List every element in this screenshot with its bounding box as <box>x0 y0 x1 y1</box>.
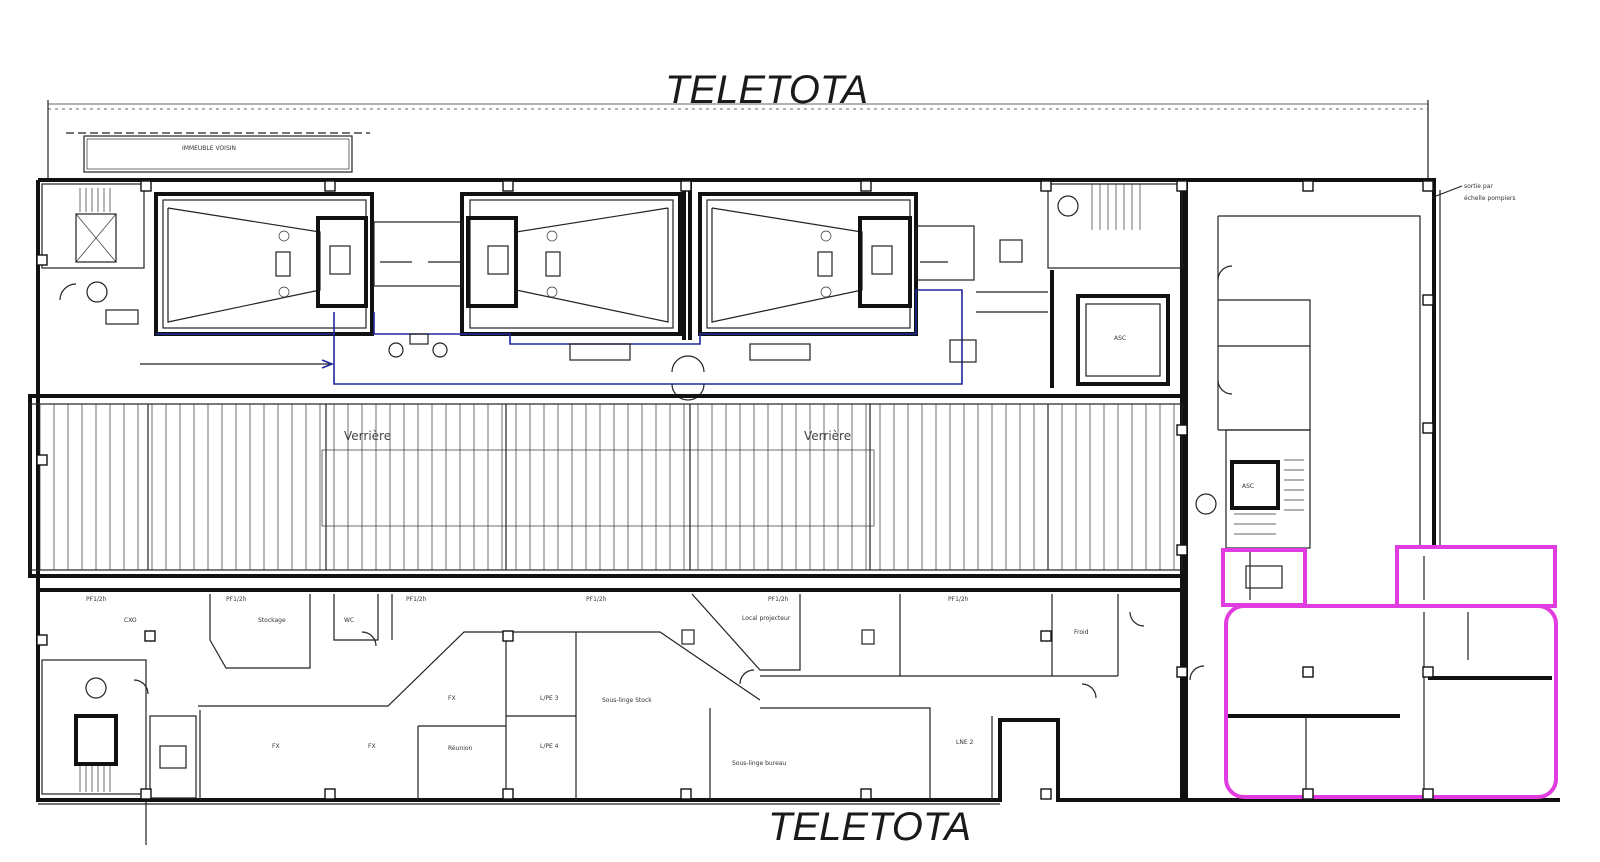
elevator-label-mid: ASC <box>1242 483 1254 490</box>
svg-text:échelle pompiers: échelle pompiers <box>1464 195 1516 202</box>
column <box>1040 180 1052 192</box>
fire-rating-label: PF1/2h <box>226 596 247 603</box>
column <box>36 634 48 646</box>
neighbour-building-label: IMMEUBLE VOISIN <box>182 145 236 152</box>
column <box>1422 294 1434 306</box>
room-label: Stockage <box>258 617 286 624</box>
highlight-zone-small <box>1221 548 1307 607</box>
column <box>1422 666 1434 678</box>
highlight-zone-top-right <box>1395 545 1557 608</box>
highlighted-zones <box>1221 545 1558 799</box>
fire-rating-label: PF1/2h <box>86 596 107 603</box>
highlight-zone-large <box>1224 604 1558 799</box>
column <box>1176 666 1188 678</box>
column <box>36 254 48 266</box>
room-label: Sous-linge bureau <box>732 760 786 767</box>
room-label: Froid <box>1074 629 1089 636</box>
column <box>1302 180 1314 192</box>
fire-rating-label: PF1/2h <box>768 596 789 603</box>
column <box>140 788 152 800</box>
elevator-label-right: ASC <box>1114 335 1126 342</box>
core-upper-right: ASC <box>976 183 1183 388</box>
room-label: Réunion <box>448 745 473 752</box>
stair-top-left <box>41 183 145 325</box>
fire-rating-label: PF1/2h <box>586 596 607 603</box>
room-label: LNE 2 <box>956 739 974 746</box>
room-label: FX <box>272 743 280 750</box>
column <box>324 788 336 800</box>
room-label: FX <box>368 743 376 750</box>
column <box>324 180 336 192</box>
column <box>502 180 514 192</box>
room-label: Sous-linge Stock <box>602 697 652 704</box>
column <box>144 630 156 642</box>
street-name-bottom: TELETOTA <box>768 805 971 849</box>
column <box>1422 422 1434 434</box>
column <box>1176 180 1188 192</box>
street-name-top: TELETOTA <box>665 68 868 112</box>
column <box>1302 788 1314 800</box>
room-label: FX <box>448 695 456 702</box>
room-label: Local projecteur <box>742 615 791 622</box>
column <box>860 180 872 192</box>
column <box>502 630 514 642</box>
svg-text:sortie par: sortie par <box>1464 183 1493 190</box>
column <box>860 788 872 800</box>
column <box>1302 666 1314 678</box>
column <box>1176 424 1188 436</box>
column <box>1422 180 1434 192</box>
neighbour-building: IMMEUBLE VOISIN <box>66 132 370 173</box>
atrium-glass-roof: Verrière Verrière <box>28 394 1184 578</box>
room-label: L/PE 4 <box>540 743 559 750</box>
room-label: CXO <box>124 617 137 624</box>
column <box>140 180 152 192</box>
column <box>1040 630 1052 642</box>
fire-rating-label: PF1/2h <box>948 596 969 603</box>
column <box>680 180 692 192</box>
column <box>1422 788 1434 800</box>
column <box>1040 788 1052 800</box>
property-line-top <box>47 100 1429 178</box>
atrium-label-left: Verrière <box>344 429 391 443</box>
column <box>1176 544 1188 556</box>
projection-halls <box>154 180 975 340</box>
exit-note: sortie par échelle pompiers <box>1435 183 1516 202</box>
column <box>36 454 48 466</box>
room-label: WC <box>344 617 354 624</box>
building-outline <box>36 178 1560 845</box>
right-wing: ASC <box>1184 180 1552 800</box>
column <box>680 788 692 800</box>
room-label: L/PE 3 <box>540 695 559 702</box>
fire-rating-label: PF1/2h <box>406 596 427 603</box>
structural-columns <box>36 180 1434 800</box>
lower-wing: PF1/2h PF1/2h PF1/2h PF1/2h PF1/2h PF1/2… <box>38 588 1182 800</box>
lobby-zone <box>140 289 977 401</box>
column <box>502 788 514 800</box>
atrium-label-right: Verrière <box>804 429 851 443</box>
